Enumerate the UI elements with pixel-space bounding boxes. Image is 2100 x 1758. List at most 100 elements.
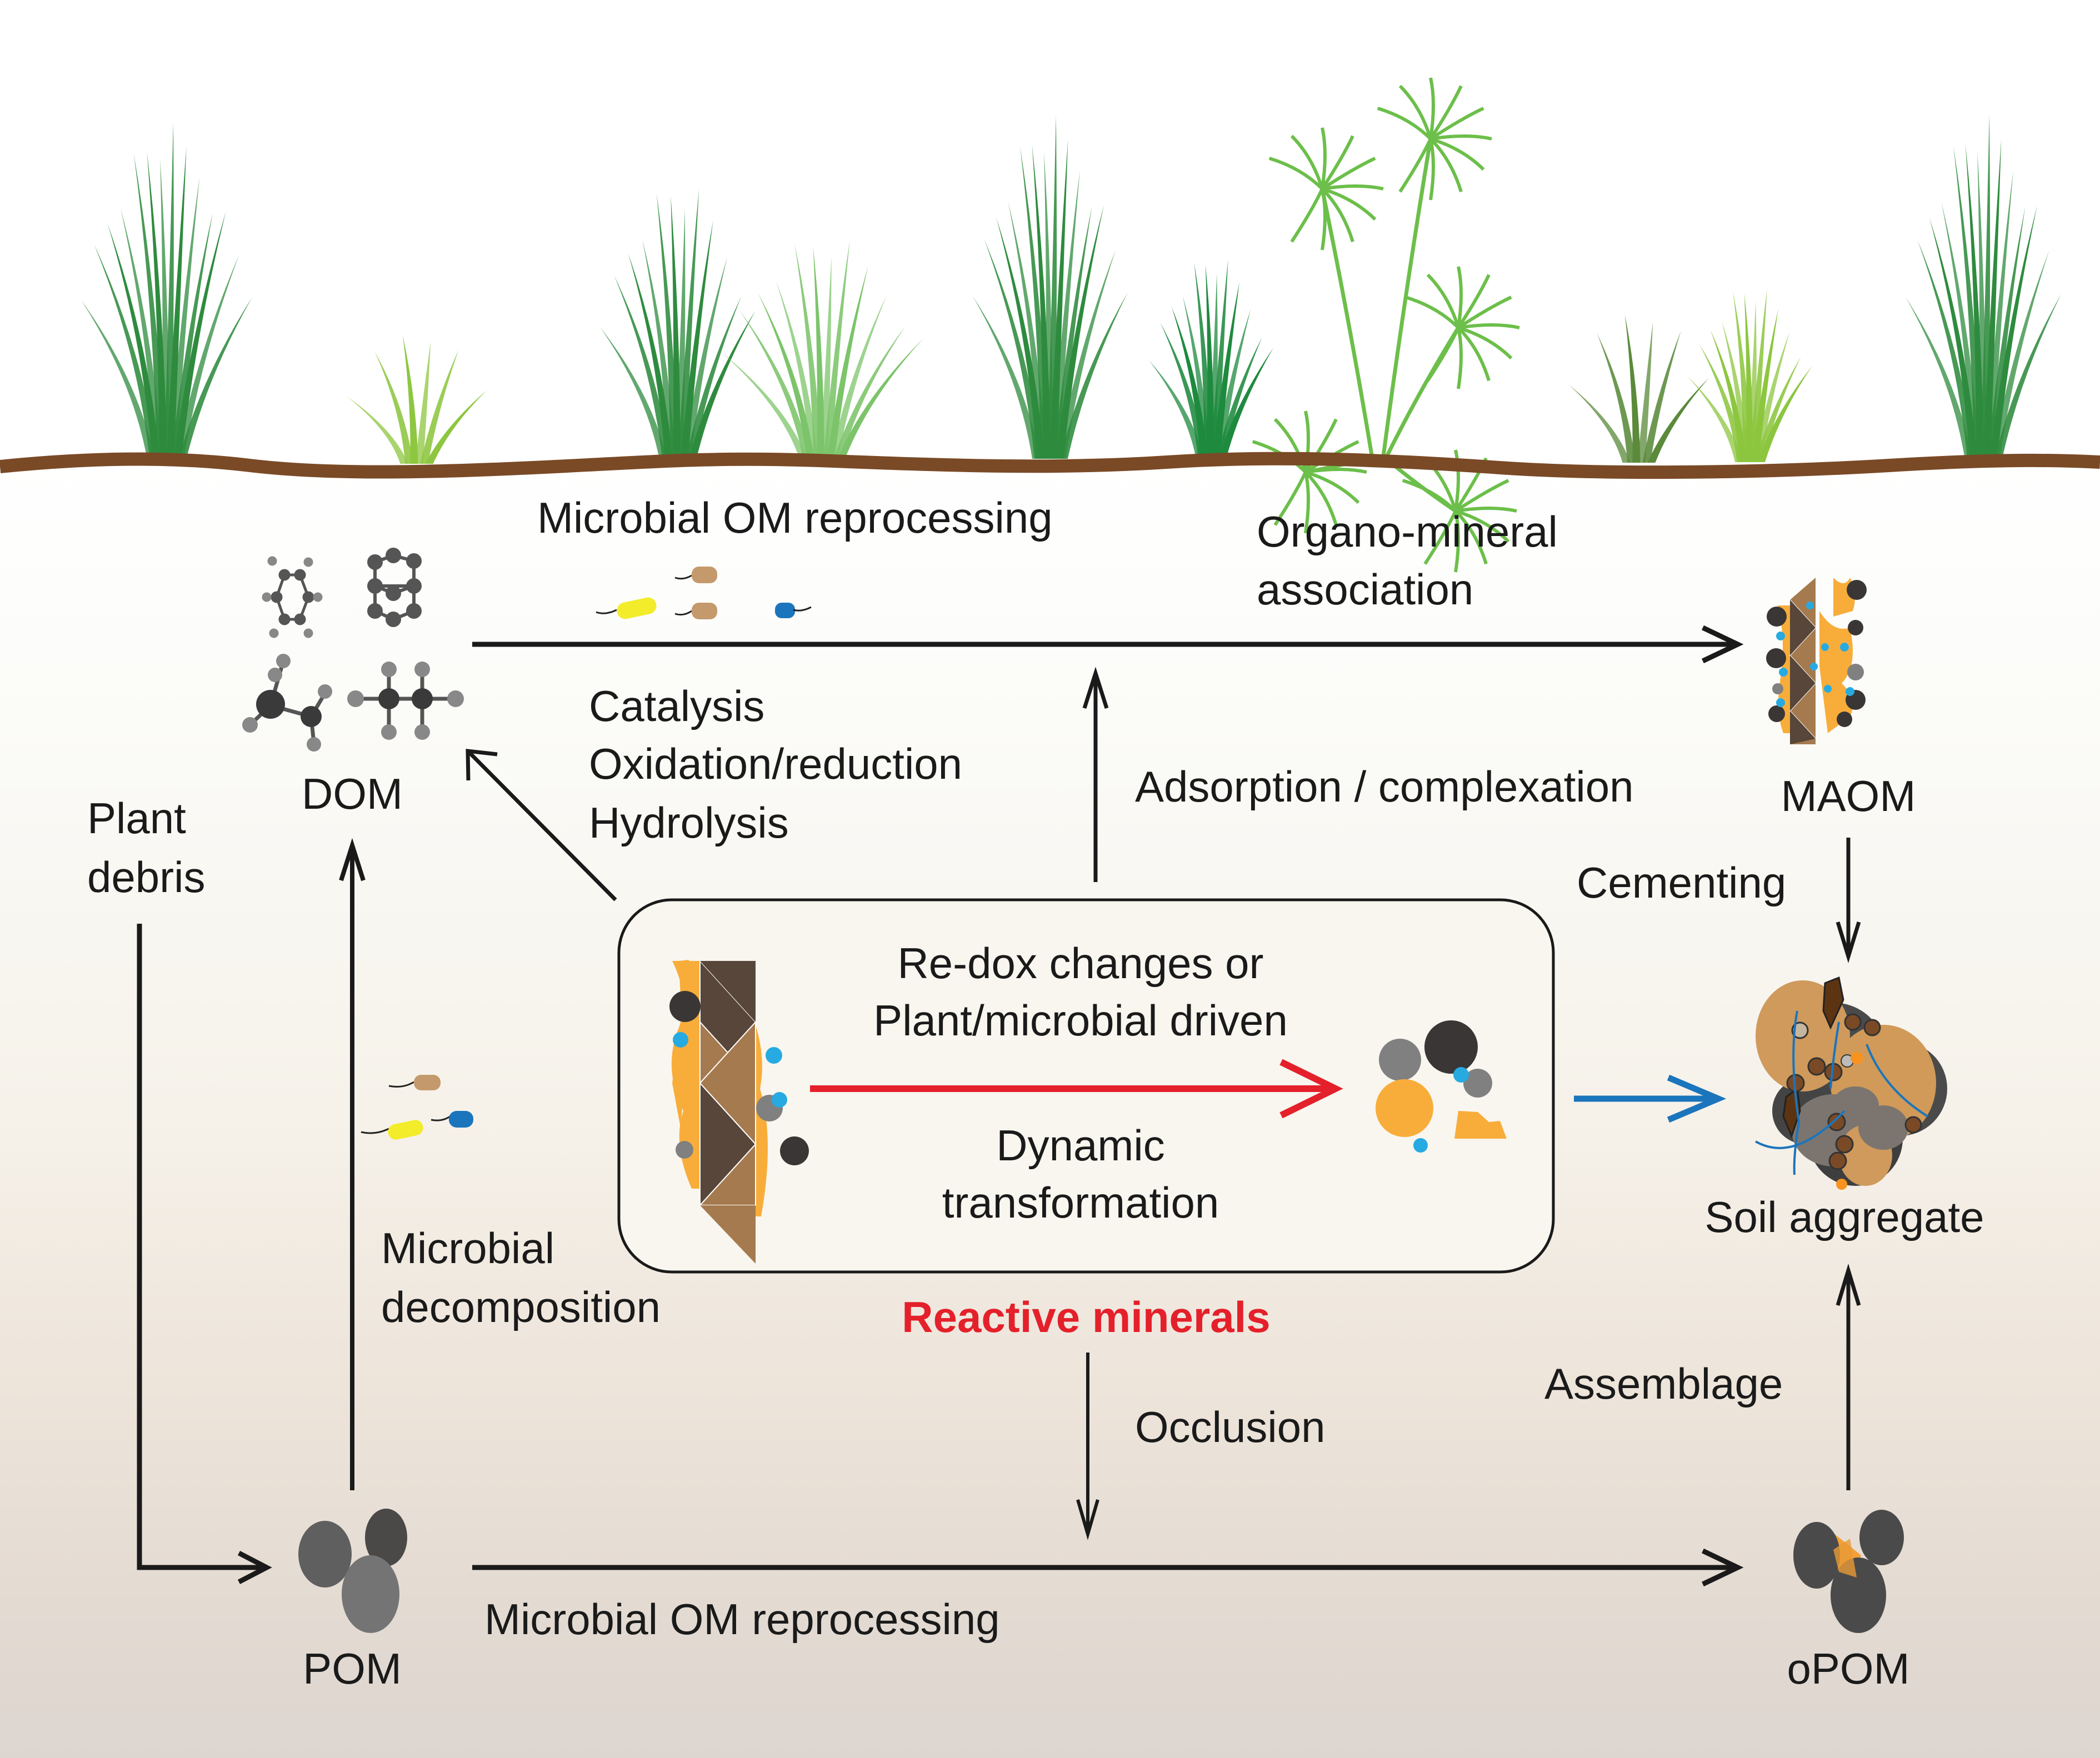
label-plant-debris-1: Plant — [87, 794, 186, 843]
grass-blade — [721, 352, 808, 461]
label-dynamic-1: Dynamic — [996, 1121, 1165, 1170]
label-microbial-decomposition-2: decomposition — [381, 1283, 661, 1331]
reactive-minerals-title: Reactive minerals — [902, 1293, 1271, 1341]
grass-blade — [1688, 376, 1743, 462]
soil-surface-line — [0, 452, 2100, 479]
grass-blade — [677, 189, 699, 462]
grass-blade — [1051, 171, 1080, 459]
grass-blade — [1984, 170, 2013, 464]
grass-blade — [614, 275, 671, 462]
label-redox-1: Re-dox changes or — [897, 939, 1264, 988]
grass-blade — [347, 396, 408, 464]
grass-blade — [1569, 384, 1631, 463]
label-catalysis: Catalysis — [589, 682, 765, 730]
branched-molecule-icon — [242, 654, 332, 752]
grass-blade — [776, 281, 818, 461]
grass-blade — [1216, 337, 1262, 459]
grass-blade — [628, 253, 673, 462]
grass-blade — [1642, 330, 1681, 463]
grass-blade — [1753, 332, 1790, 462]
grass-blade — [1749, 289, 1767, 462]
grass-blade — [1757, 365, 1812, 462]
grass-blade — [1058, 249, 1116, 459]
grass-blade — [1624, 314, 1641, 463]
grass-clump — [347, 335, 487, 464]
grass-blade — [1049, 139, 1068, 459]
grass-blade — [1941, 202, 1980, 463]
grass-blade — [823, 241, 850, 461]
grass-blade — [1149, 360, 1204, 459]
grass-blade — [1917, 240, 1976, 463]
grass-blade — [688, 310, 756, 462]
grass-blade — [813, 246, 825, 461]
papyrus-plant — [1252, 77, 1520, 573]
grass-blade — [656, 193, 678, 462]
grass-blade — [374, 351, 413, 464]
label-opom: oPOM — [1787, 1644, 1910, 1693]
grass-blade — [1008, 202, 1047, 459]
arrow-minerals-to-aggregate — [1574, 1074, 1727, 1123]
grass-blade — [1053, 206, 1092, 459]
opom-icon — [1793, 1510, 1904, 1633]
grass-blade — [1699, 343, 1745, 462]
dom-molecules-icon — [242, 548, 464, 752]
label-redox-2: Plant/microbial driven — [873, 996, 1288, 1045]
grass-blade — [682, 257, 728, 462]
grass-clump — [600, 189, 756, 462]
label-assemblage: Assemblage — [1544, 1359, 1783, 1408]
arrowhead-maom — [1702, 625, 1744, 664]
grass-blade — [984, 239, 1042, 459]
label-bottom-reprocessing: Microbial OM reprocessing — [484, 1595, 1000, 1644]
grass-blade — [420, 349, 459, 464]
label-pom: POM — [303, 1644, 402, 1693]
grass-blade — [1210, 259, 1228, 459]
label-maom: MAOM — [1781, 772, 1916, 820]
grass-blade — [836, 338, 923, 461]
grass-clump — [81, 123, 252, 462]
grass-blade — [1755, 357, 1801, 462]
grass-clump — [1906, 114, 2061, 464]
label-hydrolysis: Hydrolysis — [589, 798, 789, 847]
grass-blade — [1160, 322, 1206, 459]
label-cementing: Cementing — [1577, 858, 1787, 907]
flow-arrows — [137, 625, 1861, 1587]
grass-blade — [1953, 146, 1982, 463]
grass-blade — [642, 239, 676, 462]
blue-bacterium — [775, 603, 795, 618]
grass-clump — [721, 241, 923, 461]
grass-blade — [1060, 292, 1128, 459]
label-plant-debris-2: debris — [87, 853, 206, 901]
arrow-debris-to-pom — [137, 924, 266, 1570]
grass-blade — [425, 390, 487, 464]
grass-clump — [972, 115, 1128, 459]
grass-blade — [1929, 217, 1978, 463]
grass-blade — [107, 223, 160, 461]
grass-blade — [1597, 333, 1636, 463]
label-occlusion: Occlusion — [1135, 1403, 1326, 1451]
grass-clump — [1149, 259, 1273, 459]
grass-clump — [1569, 314, 1709, 463]
label-soil-aggregate: Soil aggregate — [1704, 1193, 1984, 1241]
grass-blade — [1991, 250, 2049, 463]
grass-blade — [81, 300, 156, 461]
label-dynamic-2: transformation — [942, 1178, 1219, 1227]
naphthalene-molecule-icon — [367, 548, 422, 627]
grass-blade — [1637, 322, 1653, 463]
benzene-molecule-icon — [262, 556, 323, 638]
grass-blade — [168, 177, 200, 461]
grass-blade — [1171, 306, 1208, 459]
grass-blade — [133, 153, 165, 462]
grass-blade — [1183, 296, 1210, 459]
yellow-bacterium — [617, 597, 657, 619]
grass-blade — [685, 295, 742, 462]
grass-blade — [1722, 320, 1749, 462]
grass-blade — [826, 266, 868, 461]
grass-blade — [1056, 205, 1104, 459]
grass-blade — [1989, 206, 2037, 463]
grass-blade — [1993, 294, 2061, 463]
grass-blade — [794, 244, 822, 461]
grass-blade — [171, 212, 213, 461]
soil-aggregate-icon — [1755, 976, 1947, 1190]
vegetation — [81, 77, 2061, 573]
